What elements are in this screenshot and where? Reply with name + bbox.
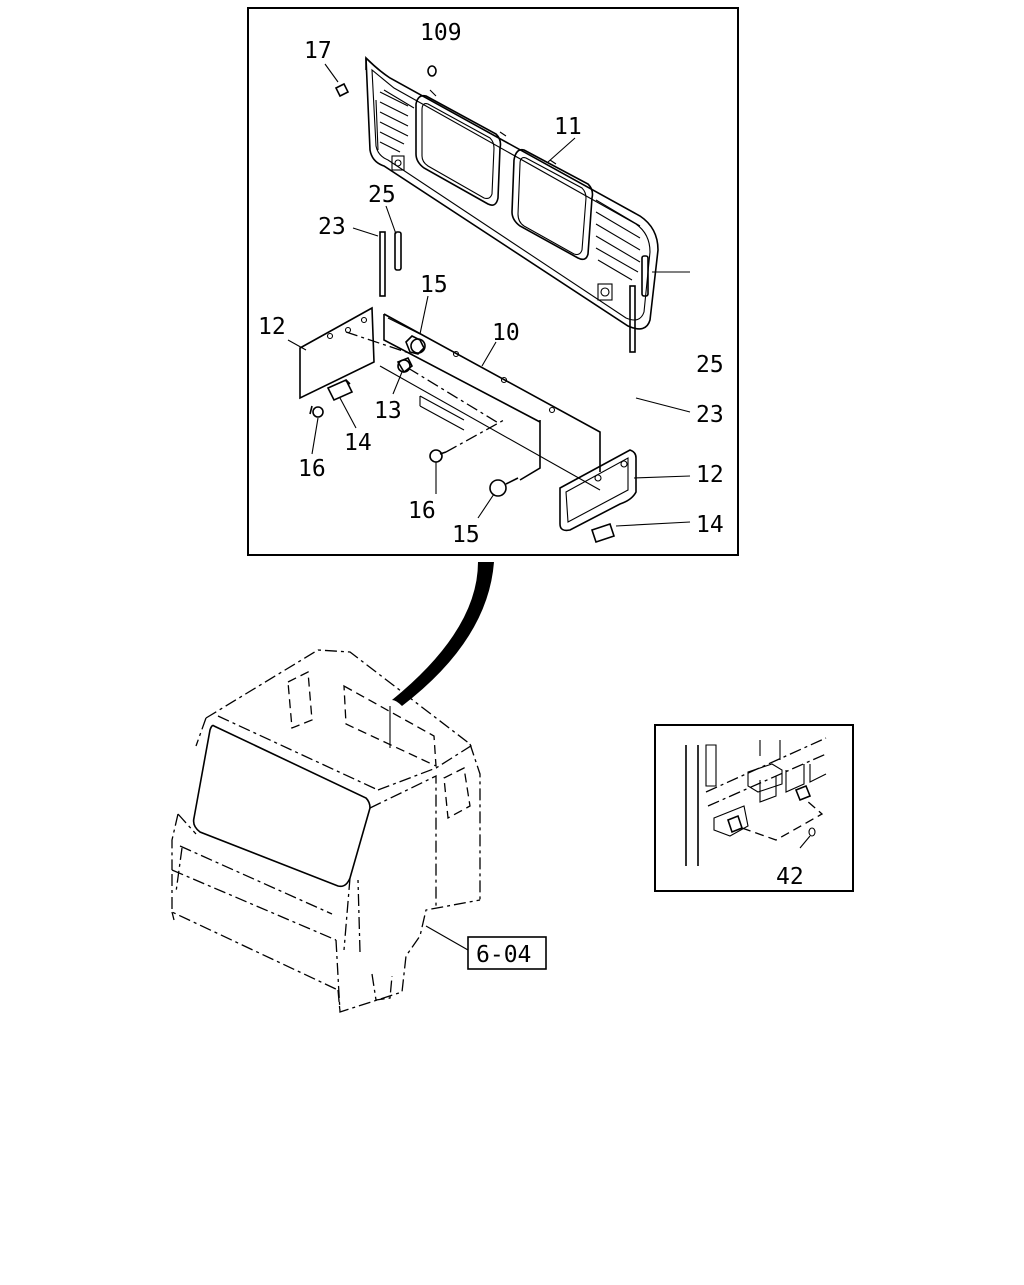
callout-23: 23 <box>318 214 346 240</box>
callout-10: 10 <box>492 320 520 346</box>
leader-lines <box>287 63 691 527</box>
callout-23: 23 <box>696 402 724 428</box>
callout-15: 15 <box>452 522 480 548</box>
lower-panel-assembly <box>299 306 637 532</box>
truck-cab <box>171 649 481 1013</box>
callout-25: 25 <box>696 352 724 378</box>
callout-109: 109 <box>420 20 462 46</box>
callout-12: 12 <box>696 462 724 488</box>
callout-14: 14 <box>696 512 724 538</box>
callouts: 109 17 11 25 23 15 12 10 13 14 16 25 23 … <box>258 20 724 548</box>
rear-trim-panel <box>365 55 659 330</box>
reference-box: 6-04 <box>467 936 547 970</box>
callout-42: 42 <box>776 864 804 890</box>
hardware-parts <box>309 65 649 544</box>
callout-14: 14 <box>344 430 372 456</box>
inset-detail: 42 <box>654 724 854 892</box>
reference-label: 6-04 <box>476 942 531 968</box>
callout-16: 16 <box>298 456 326 482</box>
callout-25: 25 <box>368 182 396 208</box>
callout-16: 16 <box>408 498 436 524</box>
callout-17: 17 <box>304 38 332 64</box>
callout-15: 15 <box>420 272 448 298</box>
detail-pointer <box>392 562 494 706</box>
callout-11: 11 <box>554 114 582 140</box>
callout-12: 12 <box>258 314 286 340</box>
callout-13: 13 <box>374 398 402 424</box>
detail-frame <box>247 7 739 556</box>
